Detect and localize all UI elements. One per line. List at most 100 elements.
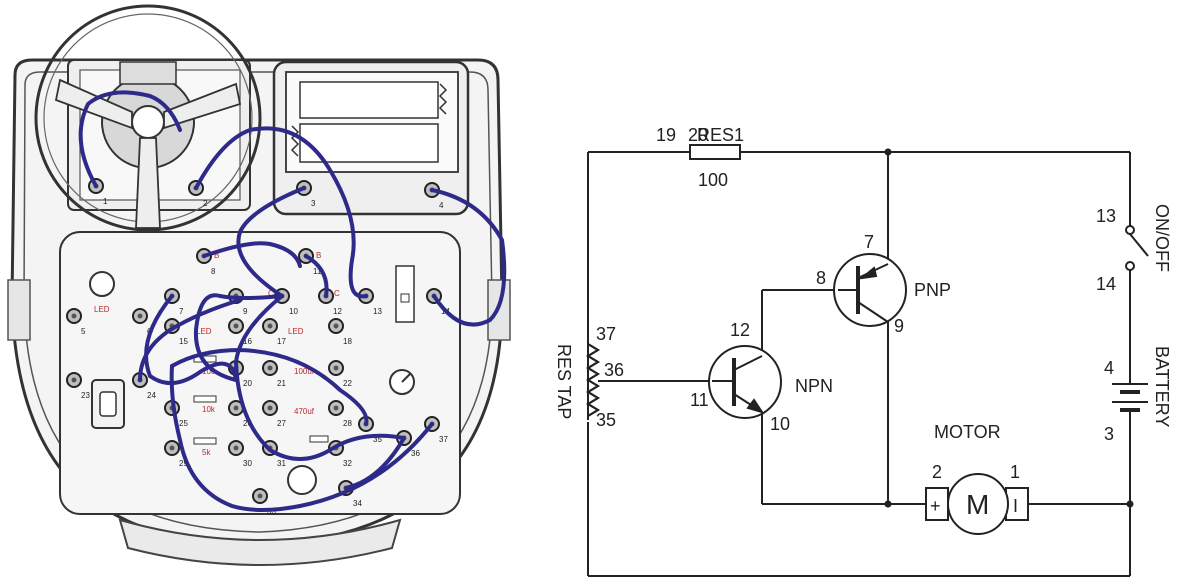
terminal-number: 5 xyxy=(81,327,86,336)
wire-5 xyxy=(202,241,302,268)
pnp-label: PNP xyxy=(914,280,951,300)
battery-label: BATTERY xyxy=(1152,346,1172,427)
terminal-number: 17 xyxy=(277,337,286,346)
res-marking-100: 100 xyxy=(202,367,216,376)
led-marking-left: LED xyxy=(94,305,110,314)
restap-pin-mid: 36 xyxy=(604,360,624,380)
base-marking-1: B xyxy=(214,251,219,260)
terminal-number: 37 xyxy=(439,435,448,444)
battery-symbol xyxy=(1112,378,1148,416)
npn-pin-b: 11 xyxy=(690,390,709,410)
motor-symbol xyxy=(925,473,1029,535)
npn-pin-c: 12 xyxy=(730,320,750,340)
terminal-number: 28 xyxy=(343,419,352,428)
terminal-center xyxy=(71,313,77,319)
wire-4 xyxy=(430,188,507,327)
res1-label: RES1 xyxy=(697,125,744,145)
wire-11 xyxy=(193,293,284,382)
res1-pin-a: 19 xyxy=(656,125,676,145)
terminal-center xyxy=(257,493,263,499)
schematic xyxy=(586,144,1149,577)
terminal-number: 11 xyxy=(313,267,322,276)
switch-symbol xyxy=(1125,225,1149,271)
terminal-number: 26 xyxy=(243,419,252,428)
motor-pin-left: 2 xyxy=(932,462,942,482)
wire-2 xyxy=(194,126,368,299)
res1-symbol xyxy=(689,144,741,160)
jumper-wires xyxy=(78,90,507,512)
wire-8 xyxy=(233,294,406,461)
led-marking-right: LED xyxy=(288,327,304,336)
cap-marking-470: 470uf xyxy=(294,407,315,416)
terminal-center xyxy=(267,323,273,329)
terminal-number: 2 xyxy=(203,199,208,208)
terminal-number: 20 xyxy=(243,379,252,388)
terminal-number: 13 xyxy=(373,307,382,316)
junction-dot xyxy=(1126,500,1134,508)
terminal-number: 15 xyxy=(179,337,188,346)
terminal-number: 7 xyxy=(179,307,184,316)
restap-pin-bot: 35 xyxy=(596,410,616,430)
terminal-number: 16 xyxy=(243,337,252,346)
switch-label: ON/OFF xyxy=(1152,204,1172,272)
switch-pin-top: 13 xyxy=(1096,206,1116,226)
junction-dot xyxy=(884,148,892,156)
motor-label: MOTOR xyxy=(934,422,1001,442)
board-handle xyxy=(118,518,402,566)
wire-12 xyxy=(344,436,406,490)
npn-transistor xyxy=(708,345,782,419)
terminal-number: 9 xyxy=(243,307,248,316)
schematic-labels: RES1 19 20 100 7 8 9 PNP 12 11 10 NPN 37… xyxy=(554,125,1172,520)
battery-pin-bot: 3 xyxy=(1104,424,1114,444)
wire-6 xyxy=(144,294,238,385)
terminal-number: 24 xyxy=(147,391,156,400)
wire-10 xyxy=(170,347,369,426)
terminal-center xyxy=(333,405,339,411)
terminal-number: 34 xyxy=(353,499,362,508)
junction-dot xyxy=(884,500,892,508)
led-marking-mid: LED xyxy=(196,327,212,336)
terminal-center xyxy=(267,405,273,411)
terminal-number: 18 xyxy=(343,337,352,346)
restap-label: RES TAP xyxy=(554,344,574,419)
npn-label: NPN xyxy=(795,376,833,396)
wire-1 xyxy=(78,90,182,188)
kit-board: LED LED LED 100uf 470uf 100 10k 5k B B C… xyxy=(7,4,511,566)
wire-3 xyxy=(236,186,306,298)
terminal-number: 25 xyxy=(179,419,188,428)
terminal-number: 10 xyxy=(289,307,298,316)
pnp-pin-c: 9 xyxy=(894,316,904,336)
collector-marking-3: C xyxy=(268,289,274,298)
terminal-center xyxy=(169,445,175,451)
wire-7 xyxy=(304,254,329,298)
wire-13 xyxy=(138,298,242,382)
terminal-number: 27 xyxy=(277,419,286,428)
terminal-center xyxy=(233,323,239,329)
res-marking-10k: 10k xyxy=(202,405,216,414)
terminal-number: 22 xyxy=(343,379,352,388)
cap-marking-100: 100uf xyxy=(294,367,315,376)
terminal-number: 30 xyxy=(243,459,252,468)
motor-plus: + xyxy=(930,496,941,516)
switch-pin-bot: 14 xyxy=(1096,274,1116,294)
pnp-pin-b: 8 xyxy=(816,268,826,288)
pnp-pin-e: 7 xyxy=(864,232,874,252)
npn-pin-e: 10 xyxy=(770,414,790,434)
terminal-center xyxy=(267,365,273,371)
motor-m: M xyxy=(966,489,989,520)
terminal-center xyxy=(333,365,339,371)
terminal-number: 1 xyxy=(103,197,108,206)
fan-wheel xyxy=(34,4,262,232)
terminal-number: 35 xyxy=(373,435,382,444)
terminal-number: 32 xyxy=(343,459,352,468)
terminal-number: 36 xyxy=(411,449,420,458)
base-marking-2: B xyxy=(316,251,321,260)
terminal-center xyxy=(137,313,143,319)
motor-pin-right: 1 xyxy=(1010,462,1020,482)
terminal-number: 29 xyxy=(179,459,188,468)
pnp-transistor xyxy=(833,253,907,327)
terminal-center xyxy=(233,405,239,411)
terminal-center xyxy=(333,323,339,329)
terminal-number: 3 xyxy=(311,199,316,208)
